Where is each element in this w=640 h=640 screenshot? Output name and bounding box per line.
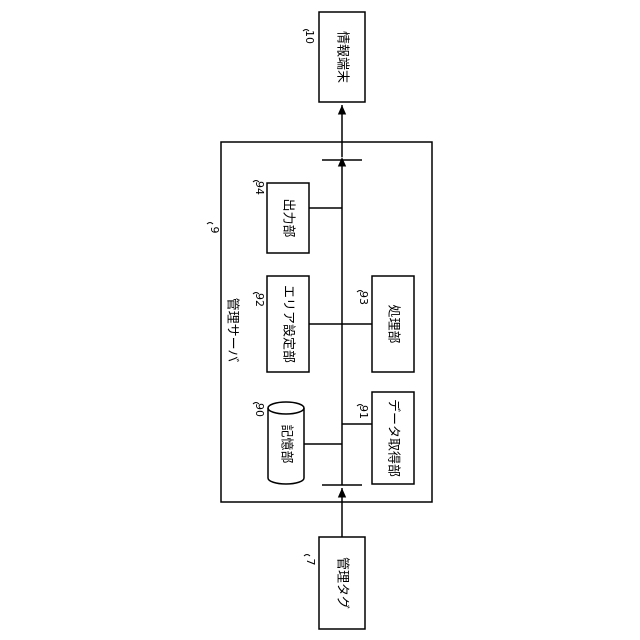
data-acquisition-unit-label: データ取得部: [386, 399, 402, 477]
output-unit-label: 出力部: [281, 198, 296, 237]
management-tag-ref-mark: [304, 555, 310, 557]
processing-unit-label: 処理部: [386, 304, 401, 343]
data-acquisition-unit-ref: 91: [357, 405, 370, 419]
storage-unit-ref: 90: [253, 403, 266, 417]
storage-unit-cylinder-rim: [268, 408, 304, 414]
storage-unit-label: 記憶部: [279, 424, 295, 463]
management-tag-ref: 7: [304, 559, 317, 566]
management-server-ref: 9: [208, 227, 221, 234]
management-server-ref-mark: [207, 223, 213, 225]
output-unit-ref: 94: [253, 181, 266, 195]
information-terminal-ref: 10: [303, 30, 316, 44]
management-server-label: 管理サーバ: [225, 298, 240, 363]
area-setting-unit-label: エリア設定部: [281, 285, 297, 363]
management-tag-label: 管理タグ: [335, 557, 350, 609]
information-terminal-label: 情報端末: [335, 31, 350, 83]
area-setting-unit-ref: 92: [253, 293, 266, 307]
processing-unit-ref: 93: [357, 291, 370, 305]
